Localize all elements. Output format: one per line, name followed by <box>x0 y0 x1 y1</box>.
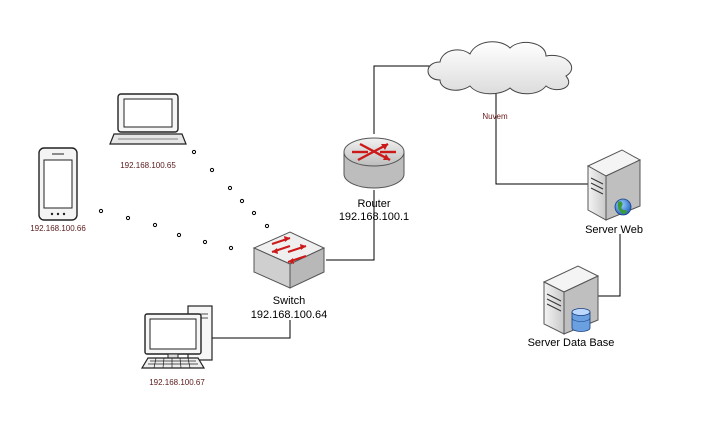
server-db-icon <box>542 265 600 335</box>
cloud-label: Nuvem <box>482 112 508 121</box>
wireless-link-phone <box>98 208 234 251</box>
router-ip: 192.168.100.1 <box>339 211 409 223</box>
server-db-label: Server Data Base <box>528 337 615 349</box>
wireless-link-laptop <box>191 149 270 229</box>
connections <box>212 65 621 339</box>
phone-icon <box>38 147 78 221</box>
laptop-ip: 192.168.100.65 <box>120 161 176 170</box>
server-web-icon <box>586 149 642 221</box>
link-cloud-server-web <box>495 88 588 185</box>
switch-ip: 192.168.100.64 <box>251 309 327 321</box>
link-router-switch <box>326 190 375 261</box>
link-router-cloud <box>373 65 432 134</box>
server-web-label: Server Web <box>585 224 643 236</box>
database-cylinder-icon <box>571 308 591 332</box>
link-server-web-db <box>598 234 621 297</box>
router-name: Router <box>357 198 390 210</box>
router-icon <box>343 137 405 189</box>
switch-name: Switch <box>273 295 305 307</box>
cloud-icon <box>427 41 573 95</box>
phone-ip: 192.168.100.66 <box>30 224 86 233</box>
desktop-ip: 192.168.100.67 <box>149 378 205 387</box>
wireless-links <box>98 149 270 251</box>
desktop-icon <box>140 305 213 369</box>
switch-icon <box>252 231 326 289</box>
link-switch-desktop <box>212 320 291 339</box>
laptop-icon <box>109 93 187 145</box>
